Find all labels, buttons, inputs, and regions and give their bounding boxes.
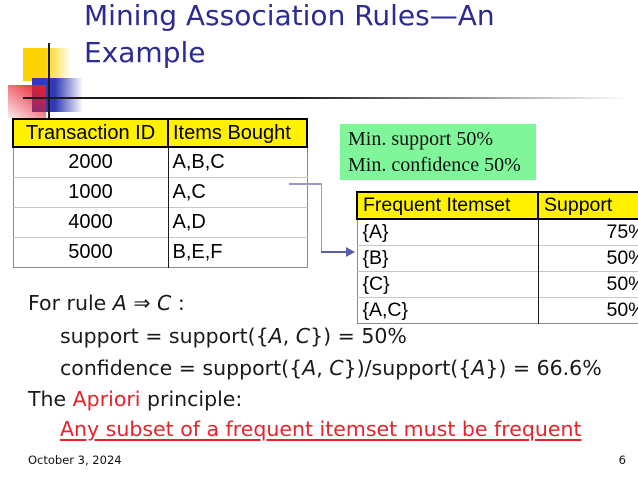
frequent-itemsets-table: Frequent Itemset Support {A} 75% {B} 50%… bbox=[356, 191, 638, 324]
page-title: Mining Association Rules—An Example bbox=[84, 0, 495, 69]
apriori-line: The Apriori principle: bbox=[28, 387, 242, 411]
footer-date: October 3, 2024 bbox=[28, 453, 122, 467]
transaction-id-cell: 2000 bbox=[68, 151, 113, 173]
table-row: 1000 A,C bbox=[13, 177, 307, 208]
table-row: 5000 B,E,F bbox=[13, 237, 307, 268]
min-confidence-text: Min. confidence 50% bbox=[348, 154, 521, 176]
table-row: 2000 A,B,C bbox=[13, 147, 307, 178]
frequent-header-support: Support bbox=[537, 191, 638, 220]
text-run: : bbox=[171, 291, 185, 315]
text-run: , bbox=[316, 356, 330, 380]
subset-line: Any subset of a frequent itemset must be… bbox=[60, 417, 581, 441]
items-bought-cell: A,B,C bbox=[167, 147, 307, 178]
items-bought-cell: A,C bbox=[167, 177, 307, 208]
text-run: A bbox=[112, 291, 127, 315]
transactions-header-id: Transaction ID bbox=[12, 118, 169, 148]
text-run: A bbox=[302, 356, 317, 380]
confidence-line: confidence = support({A, C})/support({A}… bbox=[60, 356, 602, 380]
rule-statement-line: For rule A ⇒ C : bbox=[28, 291, 185, 315]
support-cell: 50% bbox=[537, 297, 638, 324]
frequent-header-row: Frequent Itemset Support bbox=[356, 191, 638, 220]
itemset-cell: {C} bbox=[357, 271, 538, 298]
support-line: support = support({A, C}) = 50% bbox=[60, 324, 407, 348]
text-run: For rule bbox=[28, 291, 113, 315]
decor-yellow-square bbox=[23, 48, 71, 81]
text-run: }) = 50% bbox=[310, 324, 407, 348]
page-number: 6 bbox=[618, 453, 626, 467]
items-bought-cell: A,D bbox=[167, 207, 307, 238]
support-cell: 50% bbox=[537, 245, 638, 272]
apriori-property-text: Any subset of a frequent itemset must be… bbox=[60, 417, 582, 441]
decor-vertical-line bbox=[48, 43, 50, 121]
text-run: A bbox=[268, 324, 283, 348]
table-row: {A} 75% bbox=[357, 219, 638, 246]
itemset-cell: {B} bbox=[357, 245, 538, 272]
table-row: 4000 A,D bbox=[13, 207, 307, 238]
text-run: The bbox=[28, 387, 73, 411]
text-run: }) = 66.6% bbox=[485, 356, 602, 380]
table-row: {B} 50% bbox=[357, 245, 638, 272]
support-cell: 75% bbox=[537, 219, 638, 246]
transaction-id-cell: 5000 bbox=[13, 237, 168, 268]
text-run: C bbox=[329, 356, 344, 380]
connector-arrowhead-icon bbox=[346, 247, 355, 257]
min-thresholds-box: Min. support 50% Min. confidence 50% bbox=[340, 124, 536, 180]
table-row: {C} 50% bbox=[357, 271, 638, 298]
transaction-id-cell: 4000 bbox=[13, 207, 168, 238]
decor-red-square bbox=[8, 85, 46, 119]
text-run: , bbox=[282, 324, 296, 348]
connector-arrow-line bbox=[320, 251, 348, 253]
transaction-id-cell: 1000 bbox=[13, 177, 168, 208]
itemset-cell: {A} bbox=[362, 221, 389, 243]
text-run: principle: bbox=[140, 387, 243, 411]
items-bought-cell: B,E,F bbox=[167, 237, 307, 268]
support-cell: 50% bbox=[537, 271, 638, 298]
transactions-header-items: Items Bought bbox=[167, 118, 308, 148]
min-support-text: Min. support 50% bbox=[348, 128, 493, 150]
text-run: C bbox=[295, 324, 311, 348]
decor-horizontal-rule bbox=[23, 97, 630, 99]
text-run: A bbox=[471, 356, 486, 380]
connector-elbow-horizontal bbox=[289, 183, 322, 185]
text-run: C bbox=[157, 291, 172, 315]
transactions-table: Transaction ID Items Bought 2000 A,B,C 1… bbox=[12, 118, 308, 268]
text-run: })/support({ bbox=[343, 356, 472, 380]
connector-elbow-vertical bbox=[320, 183, 323, 252]
itemset-cell: {A,C} bbox=[357, 297, 538, 324]
frequent-header-itemset: Frequent Itemset bbox=[356, 191, 539, 220]
text-run: support = support({ bbox=[60, 324, 269, 348]
table-row: {A,C} 50% bbox=[357, 297, 638, 324]
transactions-header-row: Transaction ID Items Bought bbox=[12, 118, 308, 148]
text-run: confidence = support({ bbox=[60, 356, 303, 380]
apriori-keyword: Apriori bbox=[72, 387, 141, 411]
implies-arrow: ⇒ bbox=[126, 291, 158, 315]
